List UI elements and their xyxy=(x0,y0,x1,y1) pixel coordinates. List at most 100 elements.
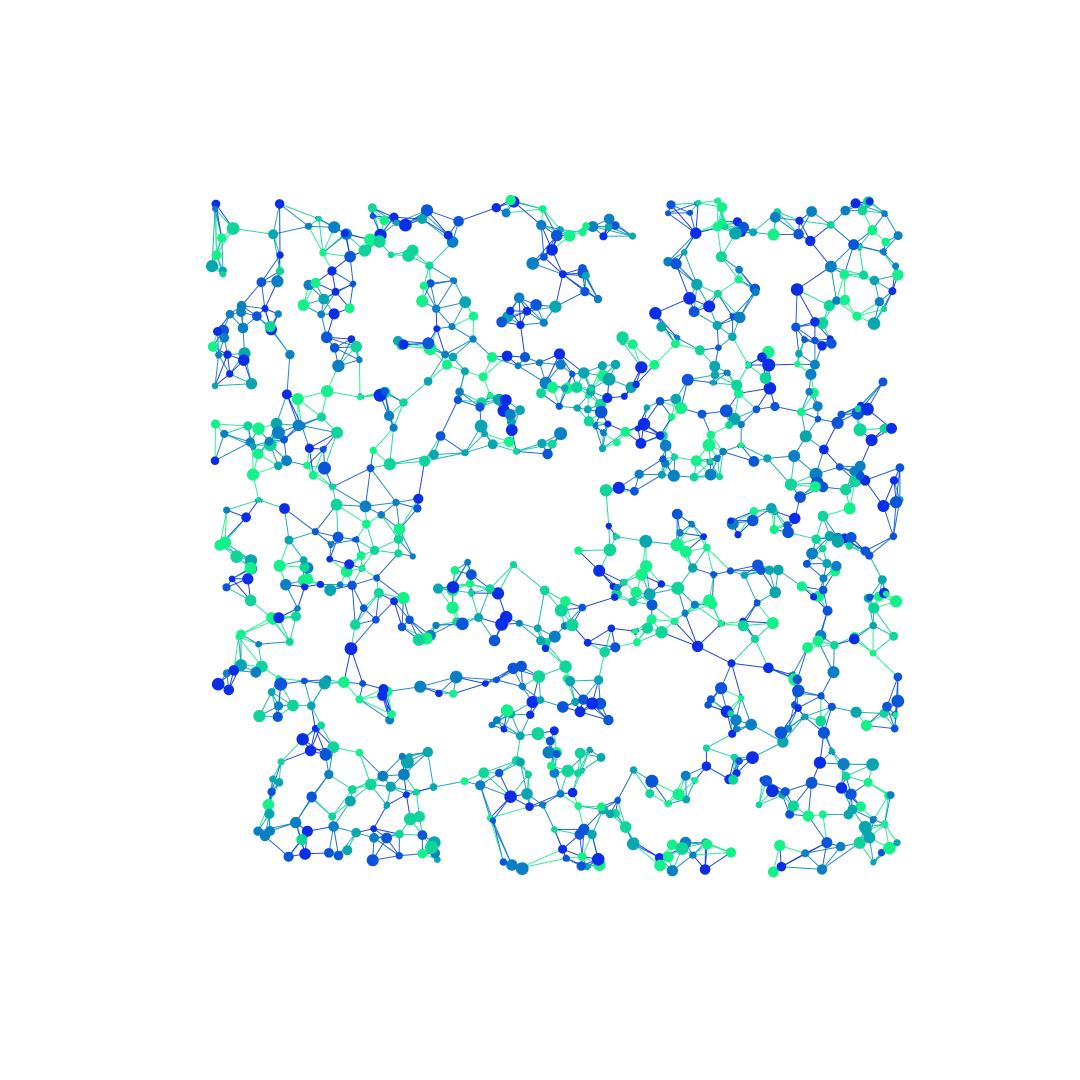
graph-node xyxy=(347,785,357,794)
graph-edge xyxy=(270,761,282,793)
graph-node xyxy=(812,401,823,412)
graph-node xyxy=(613,583,621,592)
graph-node xyxy=(794,704,802,712)
graph-node xyxy=(359,500,372,513)
graph-node xyxy=(591,853,605,866)
graph-node xyxy=(850,706,862,718)
graph-node xyxy=(612,481,625,494)
graph-node xyxy=(460,777,469,786)
graph-node xyxy=(657,470,666,479)
graph-edge xyxy=(258,641,290,646)
graph-node xyxy=(370,825,377,832)
graph-node xyxy=(604,223,613,231)
graph-node xyxy=(835,841,846,852)
graph-node xyxy=(351,827,361,838)
graph-node xyxy=(805,777,818,789)
graph-edge xyxy=(375,600,395,621)
graph-node xyxy=(881,305,888,313)
graph-node xyxy=(211,250,222,261)
graph-edge xyxy=(433,779,465,788)
graph-edge xyxy=(490,805,530,819)
graph-node xyxy=(500,726,507,733)
graph-node xyxy=(228,665,240,676)
graph-node xyxy=(701,761,712,771)
graph-node xyxy=(536,359,543,367)
graph-node xyxy=(826,338,837,349)
graph-node xyxy=(707,458,714,465)
graph-node xyxy=(822,605,833,616)
graph-edge xyxy=(214,354,221,386)
graph-node xyxy=(274,701,284,711)
graph-node xyxy=(255,496,262,503)
graph-node xyxy=(501,350,513,362)
graph-node xyxy=(213,327,222,336)
graph-node xyxy=(681,249,688,256)
graph-node xyxy=(328,221,341,234)
graph-node xyxy=(733,725,741,733)
graph-node xyxy=(893,231,903,241)
graph-node xyxy=(493,676,500,684)
graph-edge xyxy=(416,461,426,500)
graph-node xyxy=(464,558,472,566)
graph-node xyxy=(583,405,592,414)
graph-edge xyxy=(697,645,732,664)
graph-node xyxy=(352,536,359,543)
graph-node xyxy=(364,778,377,791)
graph-node xyxy=(766,503,777,514)
graph-edge xyxy=(582,596,616,608)
graph-node xyxy=(857,205,868,216)
graph-edge xyxy=(496,719,521,737)
graph-edge xyxy=(864,467,901,482)
graph-node xyxy=(635,568,648,581)
graph-node xyxy=(888,287,897,296)
graph-node xyxy=(831,560,842,572)
graph-edge xyxy=(754,638,769,669)
graph-edge xyxy=(213,423,218,462)
graph-node xyxy=(402,249,415,262)
graph-node xyxy=(764,565,775,575)
graph-node xyxy=(874,297,885,307)
graph-node xyxy=(657,580,666,588)
graph-node xyxy=(395,829,404,839)
graph-node xyxy=(273,612,285,624)
graph-node xyxy=(866,593,874,601)
graph-node xyxy=(755,801,763,809)
graph-node xyxy=(515,619,523,627)
graph-node xyxy=(836,463,844,471)
graph-node xyxy=(317,310,326,319)
graph-node xyxy=(840,205,851,216)
graph-node xyxy=(223,684,235,696)
graph-node xyxy=(867,317,881,330)
graph-node xyxy=(610,642,621,653)
graph-node xyxy=(574,546,583,555)
graph-edge xyxy=(719,451,725,477)
graph-node xyxy=(759,372,772,384)
graph-node xyxy=(226,370,234,378)
graph-edge xyxy=(215,423,249,428)
graph-edge xyxy=(513,201,542,226)
graph-node xyxy=(578,264,587,273)
graph-node xyxy=(413,811,425,823)
graph-node xyxy=(828,748,835,755)
graph-node xyxy=(495,617,508,631)
graph-node xyxy=(666,865,679,877)
graph-node xyxy=(552,750,561,758)
graph-node xyxy=(356,551,366,561)
graph-node xyxy=(700,533,707,540)
graph-node xyxy=(773,564,784,576)
graph-node xyxy=(212,205,218,212)
graph-node xyxy=(843,502,856,515)
graph-node xyxy=(495,768,504,778)
graph-node xyxy=(791,322,801,332)
graph-node xyxy=(405,615,414,625)
graph-edge xyxy=(370,467,397,503)
graph-edge xyxy=(732,291,757,317)
graph-node xyxy=(867,225,878,236)
graph-node xyxy=(619,821,632,833)
graph-node xyxy=(788,450,801,462)
graph-node xyxy=(883,841,896,855)
graph-node xyxy=(355,748,364,757)
graph-node xyxy=(504,790,517,803)
graph-edge xyxy=(667,212,697,234)
graph-node xyxy=(632,628,639,635)
